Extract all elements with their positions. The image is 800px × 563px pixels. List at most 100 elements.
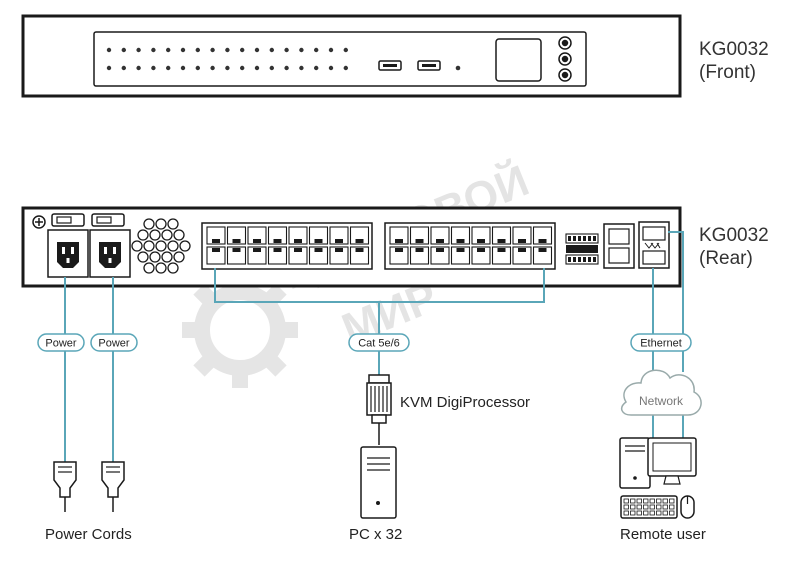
kvm-port-bank-1 [201, 222, 373, 270]
rj45-notch [456, 239, 465, 243]
fan-hole [179, 240, 191, 252]
mouse-icon [680, 495, 695, 519]
front-led [299, 47, 304, 53]
front-led [225, 65, 230, 71]
pc-label: PC x 32 [349, 526, 403, 543]
rj45-port [532, 246, 553, 265]
front-led [240, 47, 245, 53]
rj45-port [308, 246, 329, 265]
front-led [299, 65, 304, 71]
rj45-port [512, 226, 532, 245]
front-led [121, 47, 127, 53]
fan-hole [161, 251, 173, 263]
front-model-name: KG0032 [699, 39, 769, 60]
svg-text:Power: Power [45, 338, 77, 350]
front-led [210, 47, 215, 53]
keyboard-key [643, 498, 649, 504]
rj45-notch [415, 248, 424, 252]
keyboard-key [656, 498, 662, 504]
fan-hole [161, 229, 173, 241]
front-indicator-led [455, 65, 461, 71]
rj45-port [329, 246, 349, 265]
keyboard-key [669, 504, 675, 510]
rj45-notch [456, 248, 465, 252]
rj45-port [471, 226, 491, 245]
rj45-notch [335, 239, 343, 243]
ethernet-port-icon [638, 221, 670, 269]
rj45-notch [497, 248, 506, 252]
fan-hole [149, 229, 161, 241]
rj45-port [532, 226, 553, 245]
fan-hole [155, 240, 167, 252]
rj45-notch [395, 248, 403, 252]
keyboard-key [630, 504, 636, 510]
keyboard-key [656, 510, 662, 516]
rj45-notch [518, 239, 526, 243]
terminal-pin [583, 236, 586, 241]
network-label: Network [639, 394, 684, 408]
keyboard-frame [620, 495, 678, 519]
ground-screw-icon [32, 215, 46, 229]
rj45-port [450, 226, 471, 245]
keyboard-key [669, 498, 675, 504]
keyboard-key [636, 498, 642, 504]
rj45-notch [294, 239, 302, 243]
keyboard-key [662, 504, 668, 510]
rj45-notch [335, 248, 343, 252]
kvm-digiprocessor-icon [366, 374, 392, 445]
rj45-notch [273, 239, 282, 243]
keyboard-key [662, 510, 668, 516]
rj45-notch [314, 239, 323, 243]
ethernet-label: Ethernet [630, 333, 692, 352]
terminal-pin [578, 236, 581, 241]
rj45-port [349, 246, 370, 265]
keyboard-key [636, 504, 642, 510]
rj45-port [491, 226, 512, 245]
rj45-notch [415, 239, 424, 243]
keyboard-key [662, 498, 668, 504]
keyboard-key [623, 504, 629, 510]
rj45-notch [477, 239, 485, 243]
front-led [254, 47, 260, 53]
keyboard-key [623, 510, 629, 516]
front-led [343, 65, 348, 71]
front-led [121, 65, 127, 71]
terminal-pin [593, 257, 596, 262]
rj45-notch [518, 248, 526, 252]
rj45-notch [538, 248, 547, 252]
fan-hole [155, 218, 167, 230]
cat-cable-label: Cat 5e/6 [348, 333, 410, 352]
rj45-port [409, 246, 430, 265]
keyboard-key [649, 498, 655, 504]
svg-text:Ethernet: Ethernet [640, 338, 682, 350]
power-plug-icon-2 [101, 461, 125, 512]
front-led [284, 65, 289, 71]
front-led [314, 65, 319, 71]
keyboard-key [649, 510, 655, 516]
front-led [254, 65, 260, 71]
power-cords-label: Power Cords [45, 526, 132, 543]
rj45-port [206, 226, 226, 245]
rj45-port [267, 246, 288, 265]
front-led [195, 65, 200, 71]
gear-logo-icon [182, 272, 298, 388]
rj45-port [247, 246, 267, 265]
terminal-pin [588, 257, 591, 262]
keyboard-icon [620, 495, 678, 519]
remote-user-label: Remote user [620, 526, 706, 543]
front-led [136, 47, 141, 53]
front-led [106, 65, 112, 71]
front-led [284, 47, 289, 53]
power-label-1: Power [37, 333, 85, 352]
rj45-port [308, 226, 329, 245]
rj45-notch [355, 248, 364, 252]
terminal-strip [565, 233, 599, 244]
svg-text:Cat 5e/6: Cat 5e/6 [358, 338, 400, 350]
fan-hole [167, 218, 179, 230]
rj45-port [409, 226, 430, 245]
terminal-strip [565, 254, 599, 265]
rj45-notch [436, 239, 444, 243]
terminal-pin [568, 236, 571, 241]
rj45-port [430, 246, 450, 265]
